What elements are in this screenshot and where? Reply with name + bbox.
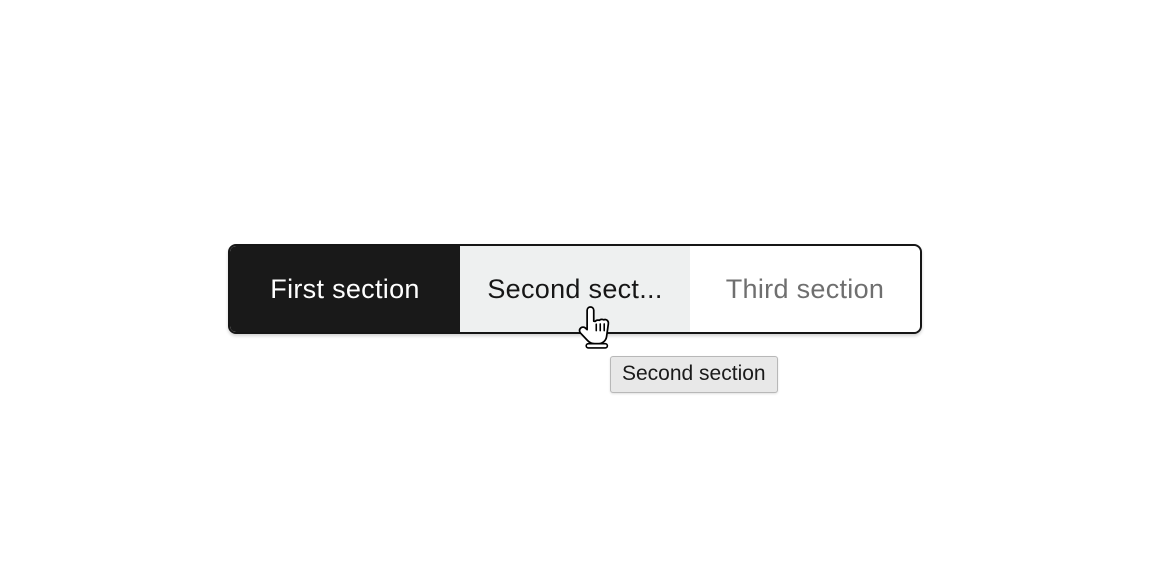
segmented-control: First section Second sect... Third secti… xyxy=(228,244,922,334)
segment-third-section[interactable]: Third section xyxy=(690,246,920,332)
tooltip: Second section xyxy=(610,356,778,393)
segment-first-section[interactable]: First section xyxy=(230,246,460,332)
segment-second-section[interactable]: Second sect... xyxy=(460,246,690,332)
